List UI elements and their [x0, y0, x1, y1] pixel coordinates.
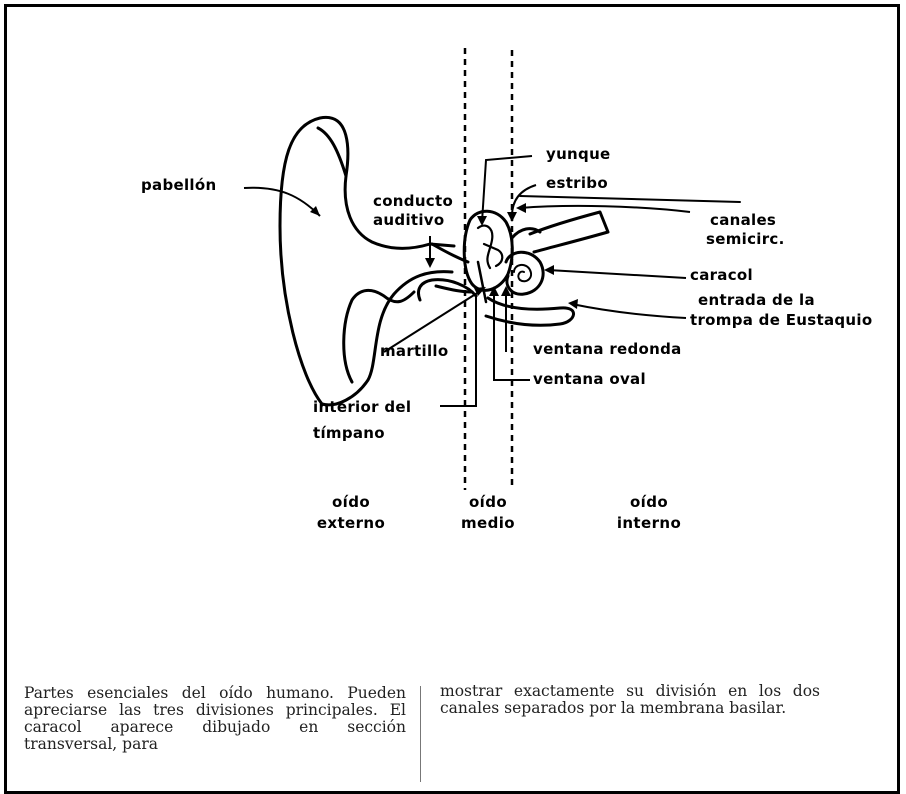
eustachian-tube	[486, 298, 574, 325]
concha	[344, 290, 414, 382]
label-caracol: caracol	[690, 266, 753, 285]
nerve-line	[520, 196, 740, 202]
label-ventana-redonda: ventana redonda	[533, 340, 682, 359]
arrow-canales	[516, 203, 526, 213]
zone-externo-line1: oído	[296, 492, 406, 513]
ossicles	[478, 226, 502, 268]
label-canales-1: canales	[710, 211, 776, 230]
label-entrada-2: trompa de Eustaquio	[690, 311, 872, 330]
caption-divider	[420, 686, 421, 782]
arrow-yunque	[477, 216, 487, 226]
label-timpano-1: interior del	[313, 398, 411, 417]
label-estribo: estribo	[546, 174, 608, 193]
label-timpano-2: tímpano	[313, 424, 385, 443]
leader-caracol	[548, 270, 686, 278]
cochlea-spiral	[514, 265, 531, 281]
arrow-conducto	[425, 258, 435, 268]
zone-externo-line2: externo	[296, 513, 406, 534]
leader-canales	[520, 206, 690, 212]
leader-eustaquio	[572, 304, 686, 318]
zone-medio-line1: oído	[433, 492, 543, 513]
semicircular-canals	[512, 212, 608, 252]
zone-externo: oído externo	[296, 492, 406, 534]
zone-interno-line2: interno	[594, 513, 704, 534]
label-pabellon: pabellón	[141, 176, 216, 195]
zone-interno: oído interno	[594, 492, 704, 534]
label-conducto-2: auditivo	[373, 211, 444, 230]
caption-left: Partes esenciales del oído humano. Puede…	[24, 685, 406, 753]
label-conducto-1: conducto	[373, 192, 453, 211]
arrow-estribo	[507, 212, 517, 222]
pinna-inner-fold	[318, 128, 346, 176]
zone-medio-line2: medio	[433, 513, 543, 534]
label-ventana-oval: ventana oval	[533, 370, 646, 389]
caption-right: mostrar exactamente su división en los d…	[440, 683, 820, 717]
lobe	[322, 272, 452, 405]
label-entrada-1: entrada de la	[698, 291, 815, 310]
label-yunque: yunque	[546, 145, 611, 164]
tympanum-line	[478, 262, 486, 302]
label-martillo: martillo	[380, 342, 448, 361]
zone-medio: oído medio	[433, 492, 543, 534]
arrow-caracol	[544, 265, 554, 275]
label-canales-2: semicirc.	[706, 230, 785, 249]
zone-interno-line1: oído	[594, 492, 704, 513]
